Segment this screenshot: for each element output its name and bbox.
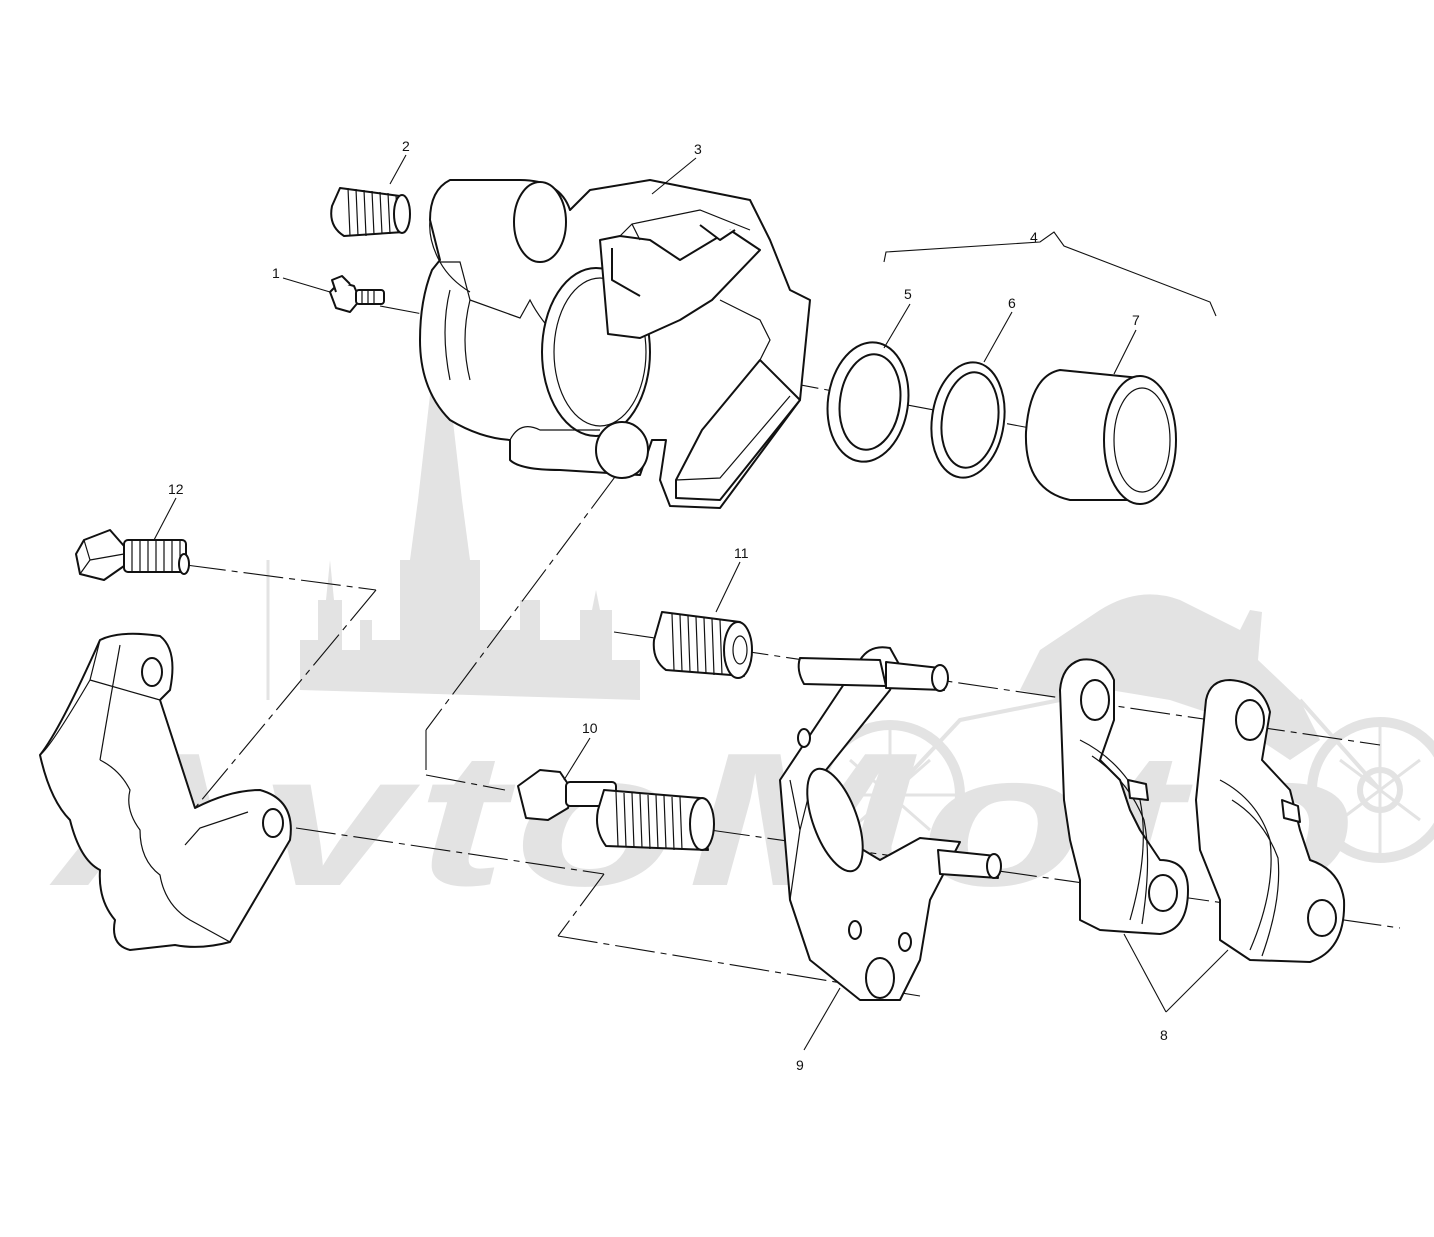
leader-lines — [153, 154, 1229, 1051]
callout-1: 1 — [272, 265, 280, 281]
callout-4: 4 — [1030, 229, 1038, 245]
part-10-pin — [517, 769, 715, 851]
bracket-jog-line — [557, 873, 605, 937]
part-8-brake-pad-inner — [1059, 658, 1189, 935]
pin10-axis-a — [425, 774, 506, 791]
mounting-bracket — [39, 632, 292, 951]
callout-7: 7 — [1132, 312, 1140, 328]
callout-3: 3 — [694, 141, 702, 157]
bolt12-axis-line — [185, 564, 377, 591]
callout-12: 12 — [168, 481, 184, 497]
part-7-piston — [1024, 369, 1177, 505]
callout-9: 9 — [796, 1057, 804, 1073]
bolt12-jog-line — [194, 589, 377, 809]
part-9-caliper-bracket — [779, 646, 1002, 1001]
callout-2: 2 — [402, 138, 410, 154]
callout-11: 11 — [734, 545, 749, 561]
part-11-boot — [652, 611, 753, 679]
bracket-lower-axis — [295, 827, 605, 875]
caliper-to-pin-line — [425, 429, 651, 731]
part-5-seal — [826, 341, 910, 463]
group-4-brace — [883, 231, 1217, 317]
part-6-oring — [930, 361, 1006, 479]
skyline-watermark — [300, 280, 640, 700]
part-1-bleeder-screw — [329, 275, 385, 313]
part-8-brake-pad-outer — [1195, 679, 1346, 963]
callout-numbers: 1 2 3 4 5 6 7 8 9 10 11 12 — [168, 138, 1168, 1073]
part-12-bolt — [75, 529, 190, 581]
callout-5: 5 — [904, 286, 912, 302]
callout-6: 6 — [1008, 295, 1016, 311]
part-2-plug — [330, 187, 411, 237]
callout-8: 8 — [1160, 1027, 1168, 1043]
callout-10: 10 — [582, 720, 598, 736]
piston-axis-line — [379, 305, 1031, 429]
part-3-caliper-body — [419, 179, 811, 509]
